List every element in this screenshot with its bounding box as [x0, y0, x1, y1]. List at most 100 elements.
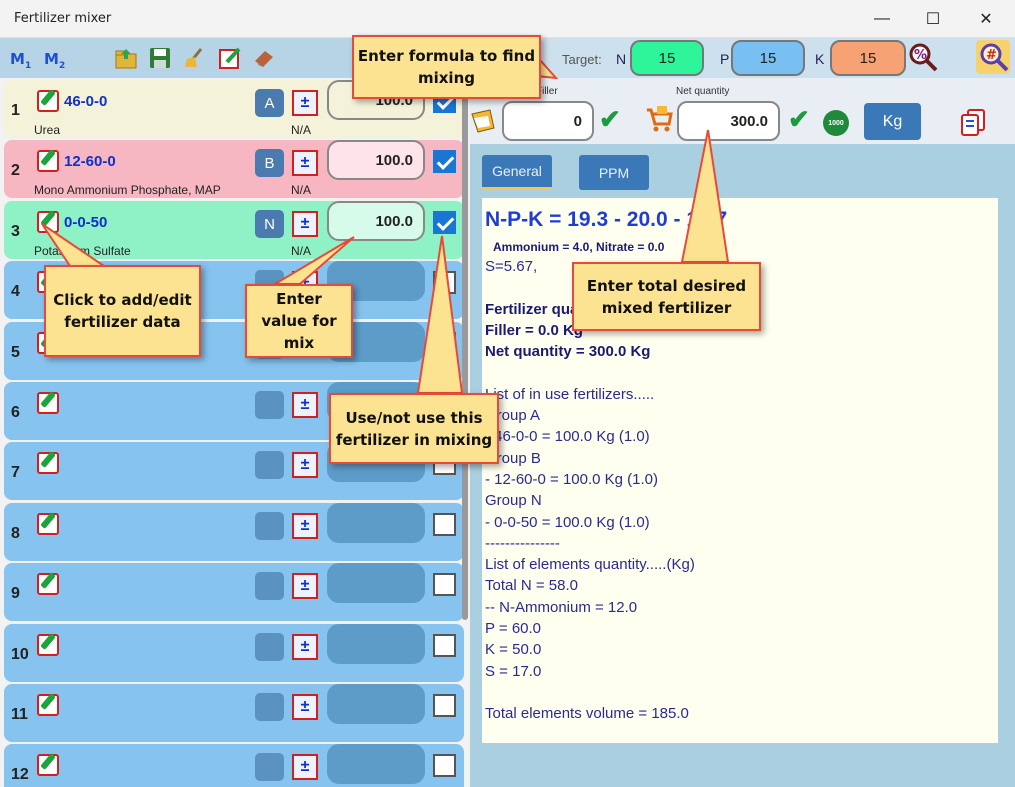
quantity-input[interactable]: 100.0 [327, 140, 425, 180]
use-fertilizer-checkbox[interactable] [433, 332, 456, 355]
plus-minus-button[interactable]: ± [292, 452, 318, 478]
edit-fertilizer-icon[interactable] [37, 694, 59, 716]
quantity-input[interactable] [327, 744, 425, 784]
n-target-input[interactable]: 15 [630, 40, 704, 76]
report-line: Total N = 58.0 [485, 577, 578, 595]
report-line: -- N-Ammonium = 12.0 [485, 598, 638, 616]
filler-input[interactable]: 0 [502, 101, 594, 141]
k-target-input[interactable]: 15 [830, 40, 906, 76]
edit-fertilizer-icon[interactable] [37, 634, 59, 656]
tab-ppm[interactable]: PPM [579, 155, 649, 190]
use-fertilizer-checkbox[interactable] [433, 573, 456, 596]
copy-icon[interactable] [960, 108, 988, 138]
edit-fertilizer-icon[interactable] [37, 513, 59, 535]
quantity-input[interactable] [327, 624, 425, 664]
plus-minus-button[interactable]: ± [292, 573, 318, 599]
filler-line: Filler = 0.0 Kg [485, 321, 583, 339]
edit-fertilizer-icon[interactable] [37, 90, 59, 112]
plus-minus-button[interactable]: ± [292, 513, 318, 539]
use-fertilizer-checkbox[interactable] [433, 271, 456, 294]
use-fertilizer-checkbox[interactable] [433, 150, 456, 173]
edit-fertilizer-icon[interactable] [37, 573, 59, 595]
m1-sub: 1 [24, 61, 32, 71]
thousand-coin-icon[interactable]: 1000 [823, 110, 849, 136]
open-folder-icon[interactable] [114, 46, 138, 70]
report-line [485, 682, 995, 703]
list-item: 11 ± [4, 684, 464, 742]
unit-kg-button[interactable]: Kg [864, 103, 921, 140]
edit-fertilizer-icon[interactable] [37, 211, 59, 233]
group-button[interactable] [255, 512, 284, 540]
list-item: 8± [4, 503, 464, 561]
tab-general[interactable]: General [482, 155, 552, 190]
plus-minus-button[interactable]: ± [292, 754, 318, 780]
plus-minus-button[interactable]: ± [292, 634, 318, 660]
report-lines: List of in use fertilizers.....Group A- … [485, 384, 995, 725]
quantity-input[interactable] [327, 563, 425, 603]
row-number: 11 [11, 706, 28, 723]
callout-total: Enter total desired mixed fertilizer [572, 262, 761, 331]
list-item: 9± [4, 563, 464, 621]
filler-label: Filler [536, 86, 558, 97]
percent-search-icon[interactable]: % [908, 42, 938, 72]
group-button[interactable]: A [255, 89, 284, 117]
maximize-button[interactable]: ☐ [925, 11, 941, 28]
plus-minus-button[interactable]: ± [292, 694, 318, 720]
report-line: - 0-0-50 = 100.0 Kg (1.0) [485, 513, 650, 531]
quantity-input[interactable] [327, 684, 425, 724]
target-label: Target: [562, 52, 602, 67]
hash-search-icon[interactable]: # [976, 40, 1010, 74]
use-fertilizer-checkbox[interactable] [433, 211, 456, 234]
use-fertilizer-checkbox[interactable] [433, 513, 456, 536]
net-quantity-input[interactable]: 300.0 [677, 101, 780, 141]
report-line: K = 50.0 [485, 641, 542, 659]
edit-fertilizer-icon[interactable] [37, 150, 59, 172]
callout-formula: Enter formula to find mixing [352, 35, 541, 99]
list-scrollbar[interactable] [462, 80, 468, 620]
fertilizer-name: 46-0-0 [64, 93, 108, 110]
edit-icon[interactable] [218, 46, 242, 70]
group-button[interactable] [255, 391, 284, 419]
window-title: Fertilizer mixer [14, 11, 112, 26]
fertilizer-na: N/A [291, 123, 312, 137]
plus-minus-button[interactable]: ± [292, 90, 318, 116]
plus-minus-button[interactable]: ± [292, 211, 318, 237]
report-text: N-P-K = 19.3 - 20.0 - 16.7 Ammonium = 4.… [482, 198, 998, 743]
edit-fertilizer-icon[interactable] [37, 754, 59, 776]
eraser-icon[interactable] [252, 46, 276, 70]
group-button[interactable]: N [255, 210, 284, 238]
save-icon[interactable] [148, 46, 172, 70]
edit-fertilizer-icon[interactable] [37, 452, 59, 474]
group-button[interactable]: B [255, 149, 284, 177]
quantity-input[interactable] [327, 503, 425, 543]
minimize-button[interactable]: — [874, 10, 890, 27]
list-item: 12± [4, 744, 464, 787]
use-fertilizer-checkbox[interactable] [433, 754, 456, 777]
group-button[interactable] [255, 753, 284, 781]
close-button[interactable]: ✕ [979, 11, 993, 28]
net-apply-check-icon[interactable]: ✔ [788, 104, 810, 134]
filler-apply-check-icon[interactable]: ✔ [599, 104, 621, 134]
group-button[interactable] [255, 451, 284, 479]
group-button[interactable] [255, 633, 284, 661]
quantity-input[interactable]: 100.0 [327, 201, 425, 241]
n-label: N [616, 51, 627, 67]
m2-button[interactable]: M2 [44, 50, 65, 71]
plus-minus-button[interactable]: ± [292, 392, 318, 418]
report-line: Total elements volume = 185.0 [485, 705, 689, 723]
m2-label: M [44, 50, 59, 68]
edit-fertilizer-icon[interactable] [37, 392, 59, 414]
group-button[interactable] [255, 693, 284, 721]
fertilizer-description: Mono Ammonium Phosphate, MAP [34, 183, 221, 197]
callout-total-text: Enter total desired mixed fertilizer [586, 276, 747, 317]
plus-minus-button[interactable]: ± [292, 150, 318, 176]
broom-icon[interactable] [182, 46, 206, 70]
callout-use-text: Use/not use this fertilizer in mixing [335, 408, 493, 449]
net-quantity-label: Net quantity [676, 86, 730, 97]
group-button[interactable] [255, 572, 284, 600]
use-fertilizer-checkbox[interactable] [433, 694, 456, 717]
p-target-input[interactable]: 15 [731, 40, 805, 76]
use-fertilizer-checkbox[interactable] [433, 634, 456, 657]
m1-button[interactable]: M1 [10, 50, 31, 71]
